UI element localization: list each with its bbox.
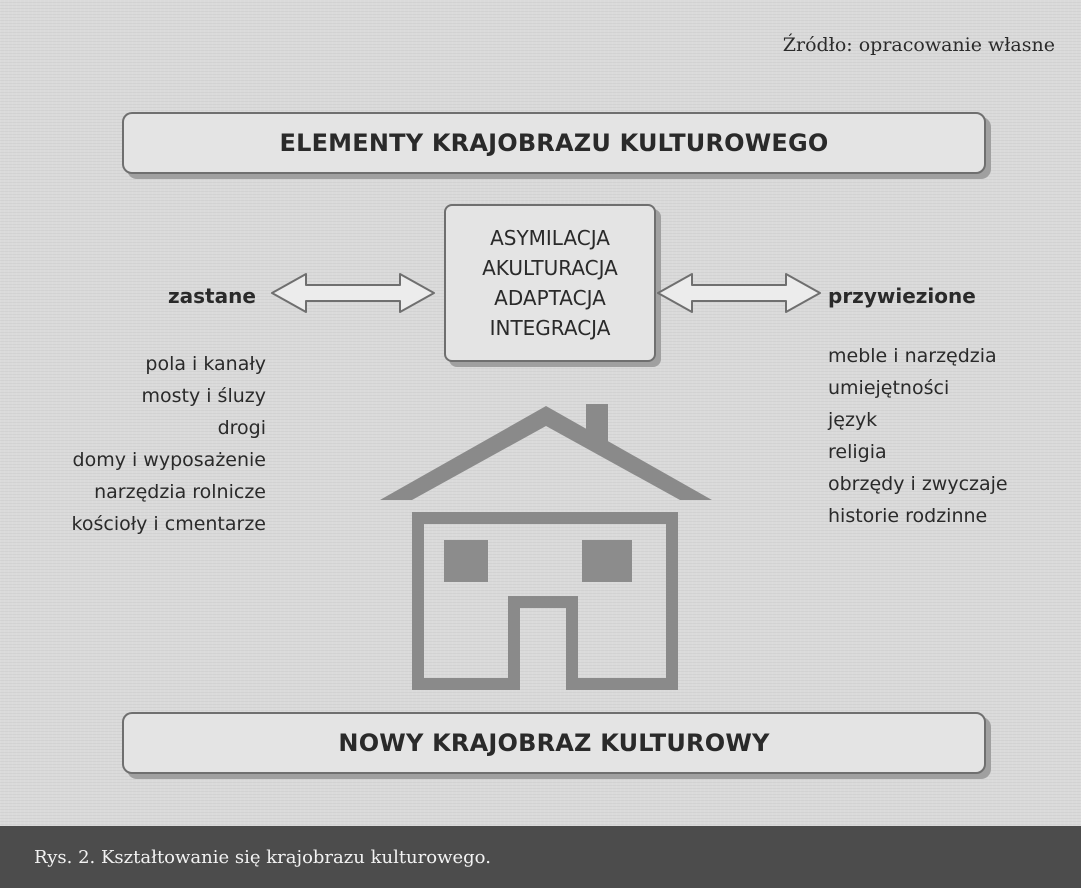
list-item: kościoły i cmentarze (71, 513, 266, 535)
process-item-integracja: INTEGRACJA (489, 316, 611, 340)
top-banner: ELEMENTY KRAJOBRAZU KULTUROWEGO (122, 112, 986, 174)
process-item-akulturacja: AKULTURACJA (482, 256, 618, 280)
list-item: domy i wyposażenie (72, 449, 266, 471)
double-arrow-icon (271, 273, 435, 313)
list-item: historie rodzinne (828, 505, 988, 527)
list-item: pola i kanały (145, 353, 266, 375)
list-item: drogi (217, 417, 266, 439)
left-title: zastane (168, 284, 256, 308)
caption-bar: Rys. 2. Kształtowanie się krajobrazu kul… (0, 826, 1081, 888)
right-list: meble i narzędzia umiejętności język rel… (828, 340, 1008, 532)
list-item: meble i narzędzia (828, 345, 997, 367)
process-item-asymilacja: ASYMILACJA (490, 226, 610, 250)
process-box: ASYMILACJA AKULTURACJA ADAPTACJA INTEGRA… (444, 204, 656, 362)
bottom-banner: NOWY KRAJOBRAZ KULTUROWY (122, 712, 986, 774)
right-title: przywiezione (828, 284, 976, 308)
list-item: umiejętności (828, 377, 950, 399)
left-list: pola i kanały mosty i śluzy drogi domy i… (72, 348, 266, 540)
house-icon (380, 404, 712, 690)
double-arrow-icon (657, 273, 821, 313)
process-item-adaptacja: ADAPTACJA (494, 286, 606, 310)
list-item: obrzędy i zwyczaje (828, 473, 1008, 495)
figure-caption: Rys. 2. Kształtowanie się krajobrazu kul… (34, 846, 491, 868)
list-item: narzędzia rolnicze (94, 481, 266, 503)
list-item: religia (828, 441, 887, 463)
source-note: Źródło: opracowanie własne (782, 34, 1055, 56)
list-item: mosty i śluzy (141, 385, 266, 407)
list-item: język (828, 409, 878, 431)
